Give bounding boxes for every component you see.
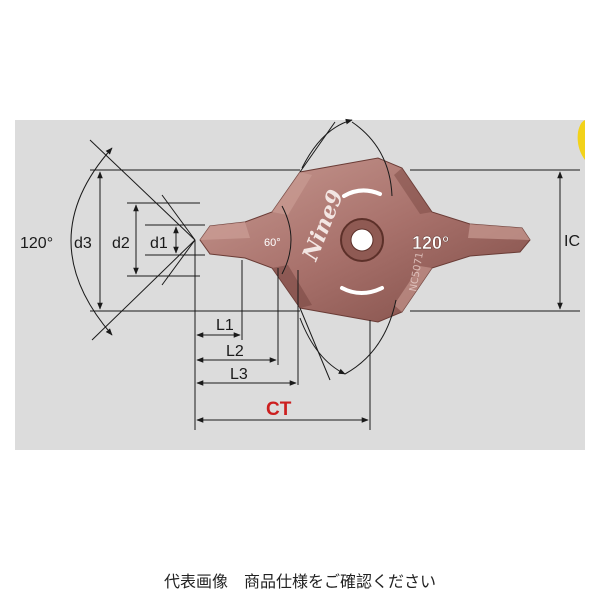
ct-label: CT [266, 399, 292, 420]
d1-label: d1 [150, 235, 168, 252]
d3-label: d3 [74, 235, 92, 252]
chip-groove-top [342, 188, 382, 198]
angle-left-label: 120° [20, 235, 53, 252]
ic-label: IC [564, 233, 580, 250]
corner-accent-shape [577, 120, 585, 160]
d2-label: d2 [112, 235, 130, 252]
angle-center-label: 120° [412, 233, 449, 253]
l2-label: L2 [226, 343, 244, 360]
angle-tip-label: 60° [264, 237, 281, 249]
l3-label: L3 [230, 366, 248, 383]
l1-label: L1 [216, 317, 234, 334]
image-caption: 代表画像 商品仕様をご確認ください [163, 572, 436, 591]
center-hole [350, 228, 374, 252]
chip-groove-bottom [340, 286, 384, 295]
